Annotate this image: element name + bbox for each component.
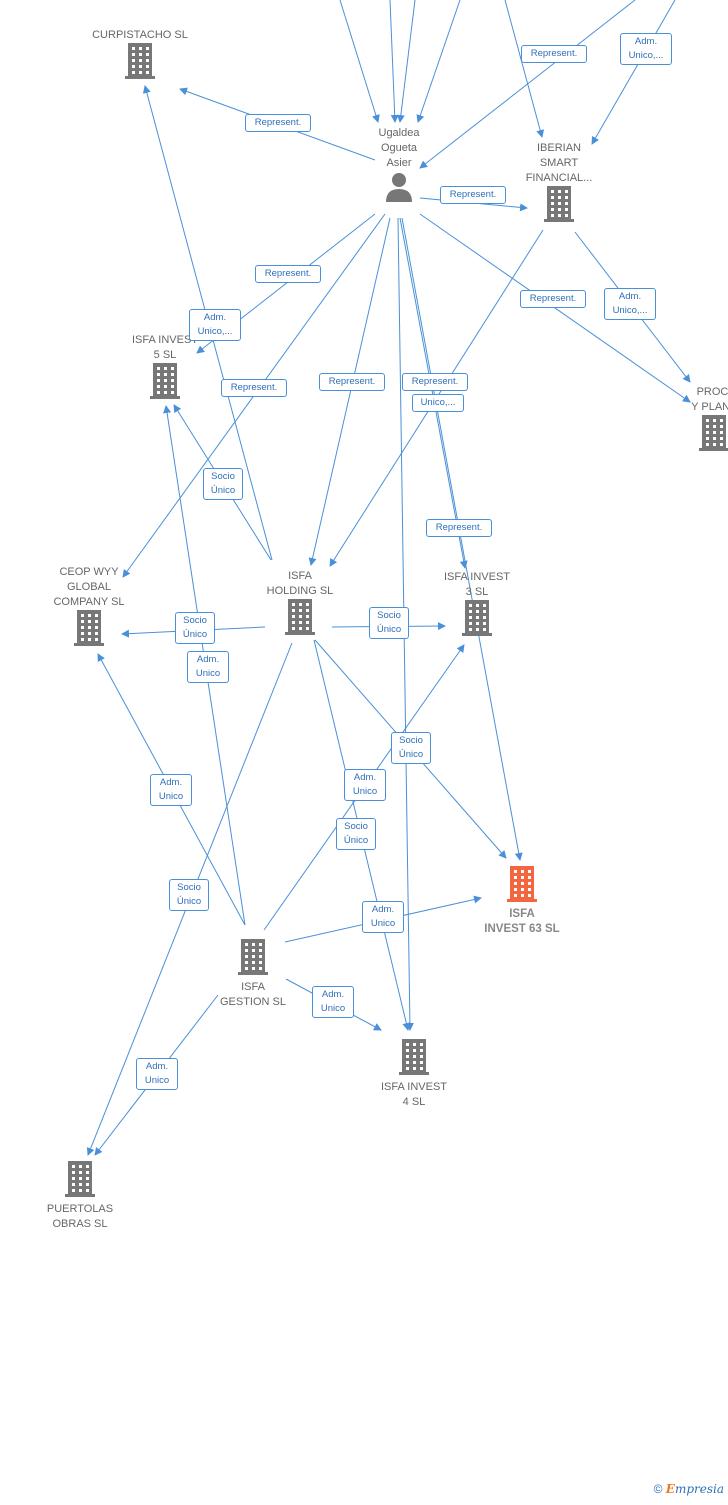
node-label: CURPISTACHO SL [92,29,188,41]
node-puertolas[interactable]: PUERTOLAS OBRAS SL [36,1161,124,1232]
building-icon [255,599,345,640]
relation-tag: Adm. Unico [312,986,354,1018]
node-isfa63-focus[interactable]: ISFA INVEST 63 SL [472,866,572,937]
relation-tag: Adm. Unico [344,769,386,801]
building-icon [432,600,522,641]
relation-edge [419,213,691,403]
relation-tag: Socio Único [203,468,243,500]
relation-tag: Socio Único [169,879,209,911]
relation-tag: Adm. Unico,... [620,33,672,65]
node-label: ISFA INVEST 4 SL [380,1081,448,1108]
node-ceop[interactable]: CEOP WYY GLOBAL COMPANY SL [44,565,134,651]
relation-tag: Socio Único [391,732,431,764]
footer-brand: © Empresia [654,1482,724,1496]
node-label: Ugaldea Ogueta Asier [378,127,420,169]
building-icon [80,43,200,84]
relation-tag: Adm. Unico [187,651,229,683]
building-icon [368,1039,460,1080]
node-label: PROCI Y PLANT [691,386,728,413]
relation-tag: Represent. [319,373,385,391]
relation-tag: Represent. [520,290,586,308]
relation-tag: Socio Único [175,612,215,644]
relation-edge [339,0,380,123]
node-proc[interactable]: PROCI Y PLANT [684,385,728,456]
relation-tag: Socio Único [336,818,376,850]
relation-edge [399,217,468,569]
building-icon [684,415,728,456]
relation-tag: Adm. Unico [136,1058,178,1090]
building-icon [44,610,134,651]
relation-edge [401,217,523,861]
node-label: IBERIAN SMART FINANCIAL... [525,142,593,184]
brand-logo: Empresia [666,1482,724,1496]
node-isfa3[interactable]: ISFA INVEST 3 SL [432,570,522,641]
node-isfa4[interactable]: ISFA INVEST 4 SL [368,1039,460,1110]
relation-tag: Represent. [440,186,506,204]
relation-edge [416,0,461,123]
node-label: CEOP WYY GLOBAL COMPANY SL [53,566,125,608]
relation-edge [308,217,391,566]
node-ugaldea[interactable]: Ugaldea Ogueta Asier [363,126,435,208]
node-label: ISFA INVEST 63 SL [484,908,560,935]
node-curpistacho[interactable]: CURPISTACHO SL [80,28,200,84]
relation-tag: Represent. [521,45,587,63]
brand-name: mpresia [674,1482,724,1496]
node-label: ISFA INVEST 3 SL [443,571,511,598]
relation-tag: Adm. Unico,... [189,309,241,341]
node-label: ISFA INVEST 5 SL [131,334,199,361]
node-label: ISFA HOLDING SL [266,570,334,597]
relation-edge [419,0,636,169]
relation-edge [504,0,545,138]
node-gestion[interactable]: ISFA GESTION SL [207,939,299,1010]
relation-edge [389,0,399,123]
copyright-symbol: © [653,1482,663,1496]
relation-tag: Socio Único [369,607,409,639]
relation-tag: Represent. [426,519,492,537]
brand-initial: E [665,1482,675,1496]
building-icon [120,363,210,404]
node-label: PUERTOLAS OBRAS SL [46,1203,114,1230]
relation-tag: Represent. [245,114,311,132]
person-icon [363,171,435,208]
node-holding[interactable]: ISFA HOLDING SL [255,569,345,640]
relation-tag: Adm. Unico [362,901,404,933]
relation-tag: Unico,... [412,394,464,412]
node-label: ISFA GESTION SL [219,981,287,1008]
node-iberian[interactable]: IBERIAN SMART FINANCIAL... [515,141,603,227]
building-icon [515,186,603,227]
relation-tag: Represent. [255,265,321,283]
relation-edge [591,0,676,145]
relation-tag: Represent. [402,373,468,391]
relation-tag: Adm. Unico,... [604,288,656,320]
relation-edge [396,0,416,123]
node-isfa5[interactable]: ISFA INVEST 5 SL [120,333,210,404]
relation-tag: Represent. [221,379,287,397]
building-icon [36,1161,124,1202]
building-icon [207,939,299,980]
relation-tag: Adm. Unico [150,774,192,806]
building-icon [472,866,572,907]
